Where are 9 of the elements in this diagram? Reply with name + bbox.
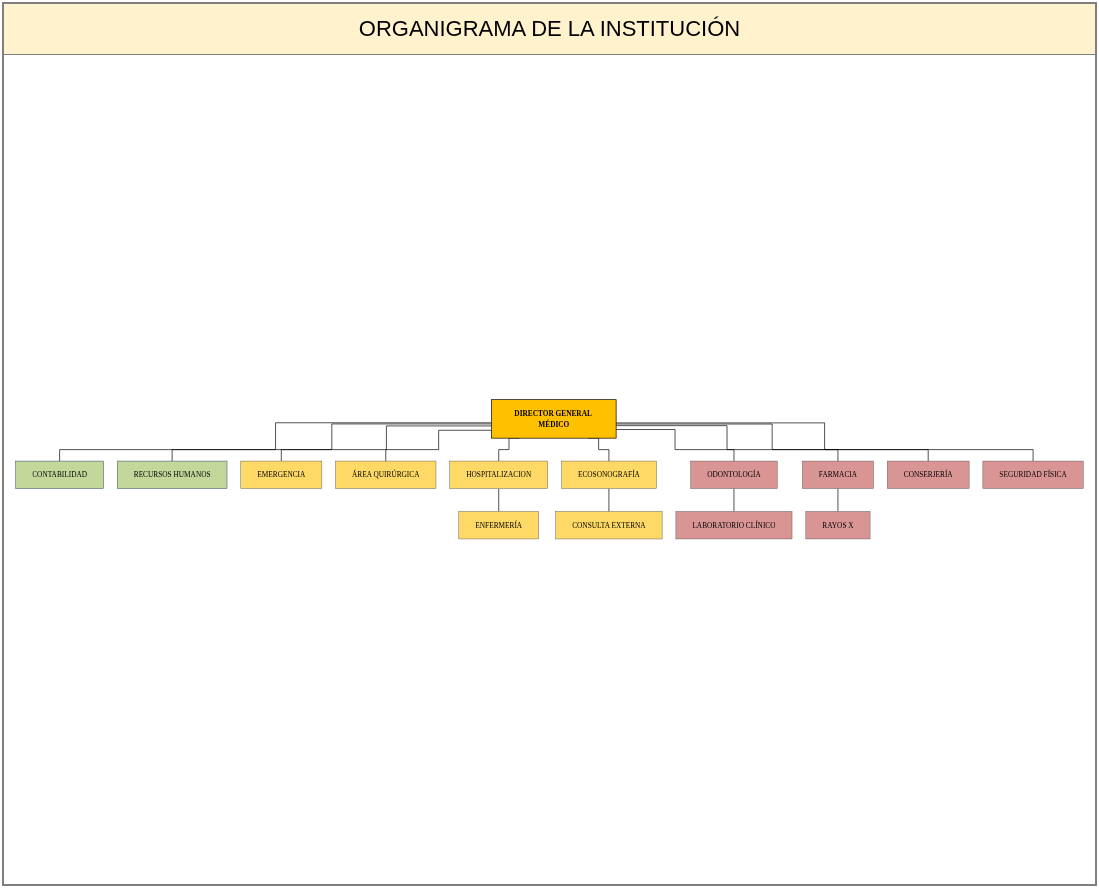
connector (385, 430, 492, 462)
connector (280, 425, 492, 462)
connector (59, 422, 492, 462)
connector (615, 423, 929, 462)
connector (171, 423, 492, 462)
connector (615, 429, 735, 462)
connector (615, 425, 839, 462)
title-banner: ORGANIGRAMA DE LA INSTITUCIÓN (4, 4, 1095, 55)
connector (615, 422, 1034, 462)
